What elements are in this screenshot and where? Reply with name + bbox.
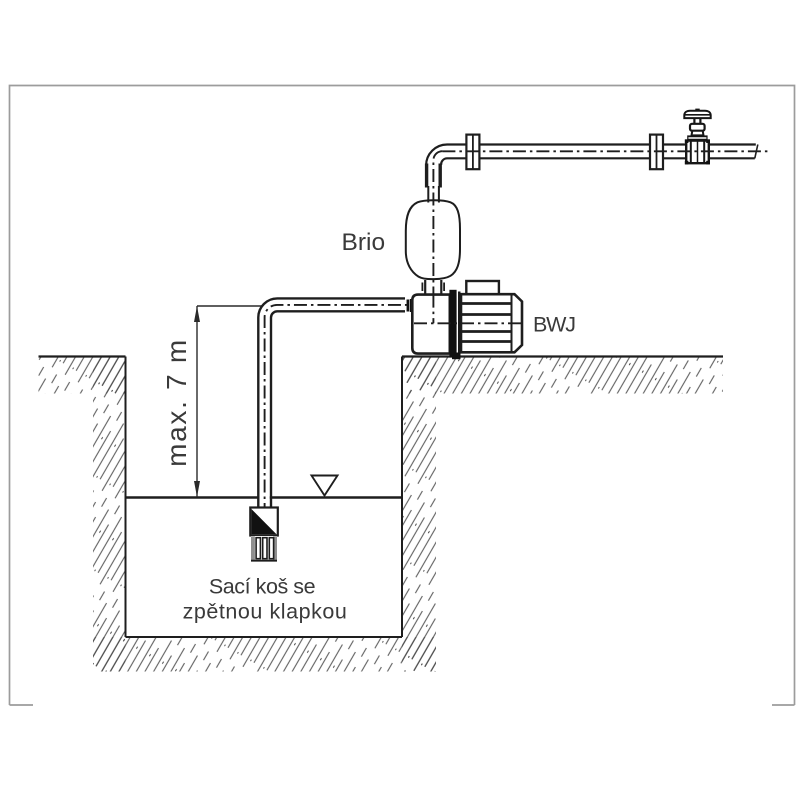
svg-text:Brio: Brio	[342, 229, 386, 256]
svg-text:max. 7 m: max. 7 m	[161, 338, 192, 467]
svg-text:zpětnou klapkou: zpětnou klapkou	[183, 599, 348, 623]
svg-text:BWJ: BWJ	[533, 312, 575, 336]
svg-text:Sací koš se: Sací koš se	[209, 575, 315, 599]
